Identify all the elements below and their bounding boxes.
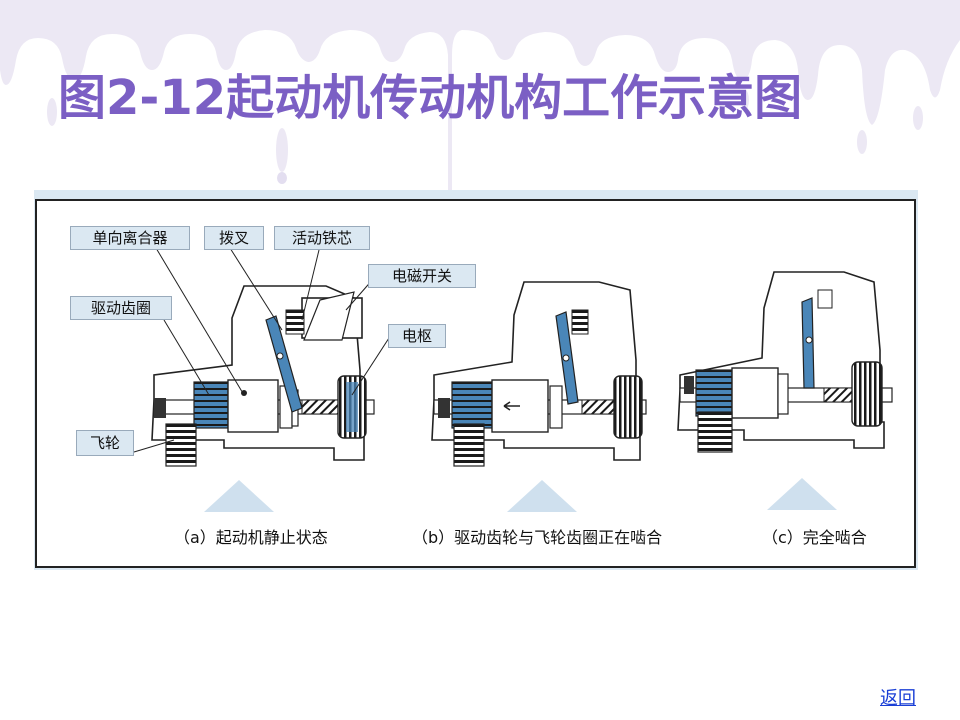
panel-b	[431, 281, 647, 512]
label-text: 活动铁芯	[291, 229, 352, 247]
label-moving-core: 活动铁芯	[274, 226, 370, 250]
label-solenoid-switch: 电磁开关	[368, 264, 476, 288]
starter-diagram: 单向离合器 拨叉 活动铁芯 电磁开关 驱动齿圈 电枢 飞轮 （a）起动机静止状态…	[34, 190, 918, 570]
label-fork: 拨叉	[204, 226, 264, 250]
caption-b: （b）驱动齿轮与飞轮齿圈正在啮合	[412, 528, 663, 547]
drip-decoration	[0, 0, 960, 193]
label-one-way-clutch: 单向离合器	[70, 226, 190, 250]
label-text: 驱动齿圈	[90, 299, 151, 317]
label-text: 拨叉	[218, 229, 249, 247]
label-text: 飞轮	[89, 434, 120, 452]
label-armature: 电枢	[388, 324, 446, 348]
slide-title: 图2-12起动机传动机构工作示意图	[58, 70, 803, 126]
label-text: 电枢	[401, 327, 432, 345]
back-link[interactable]: 返回	[880, 688, 916, 709]
label-drive-gear: 驱动齿圈	[70, 296, 172, 320]
panel-a	[151, 285, 375, 512]
label-flywheel: 飞轮	[76, 430, 134, 456]
label-text: 单向离合器	[92, 229, 168, 247]
caption-a: （a）起动机静止状态	[174, 528, 328, 547]
label-text: 电磁开关	[391, 267, 452, 285]
panel-c	[677, 271, 893, 510]
diagram-canvas	[34, 190, 918, 570]
caption-c: （c）完全啮合	[762, 528, 867, 547]
